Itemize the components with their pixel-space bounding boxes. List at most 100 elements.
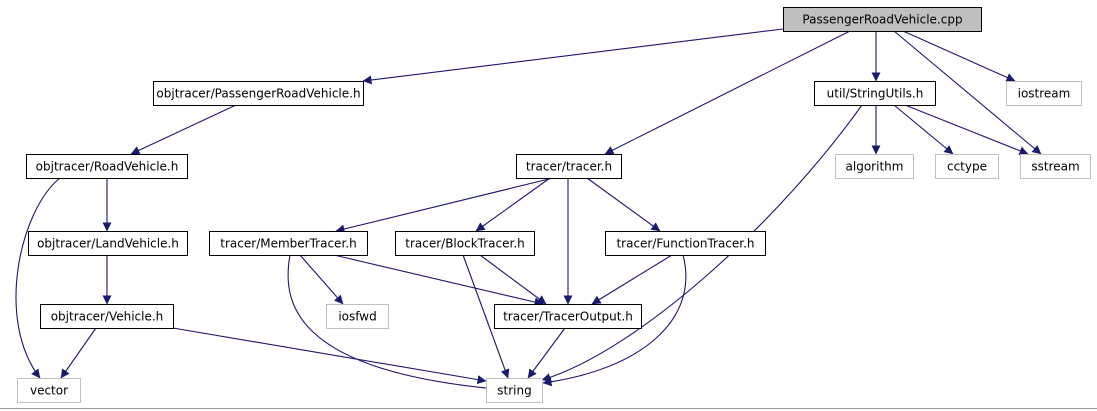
- node-passenger-cpp[interactable]: PassengerRoadVehicle.cpp: [783, 7, 982, 32]
- edge-arrow: [893, 104, 954, 155]
- edge-arrow: [893, 30, 1042, 155]
- node-functiontracer-h[interactable]: tracer/FunctionTracer.h: [605, 231, 766, 256]
- node-box: [209, 231, 368, 256]
- edge-traceroutput_h-to-string: [527, 327, 566, 379]
- edge-arrow: [902, 30, 1016, 82]
- edge-arrow: [904, 104, 1029, 156]
- node-tracer-h[interactable]: tracer/tracer.h: [516, 154, 622, 179]
- node-label: iosfwd: [338, 310, 376, 324]
- edge-arrow: [604, 30, 851, 155]
- edge-tracer_h-to-membertracer_h: [335, 177, 554, 234]
- node-blocktracer-h[interactable]: tracer/BlockTracer.h: [395, 231, 535, 256]
- node-passenger-h[interactable]: objtracer/PassengerRoadVehicle.h: [153, 81, 364, 106]
- node-box: [486, 378, 543, 403]
- node-box: [40, 304, 174, 329]
- node-label: objtracer/LandVehicle.h: [37, 237, 179, 251]
- node-label: sstream: [1031, 160, 1079, 174]
- edge-arrow: [335, 177, 554, 234]
- node-membertracer-h[interactable]: tracer/MemberTracer.h: [209, 231, 368, 256]
- node-label: tracer/tracer.h: [526, 160, 612, 174]
- node-box: [516, 154, 622, 179]
- edge-blocktracer_h-to-string: [462, 254, 510, 379]
- node-label: algorithm: [846, 160, 904, 174]
- bottom-divider: [0, 408, 1097, 409]
- node-algorithm: algorithm: [835, 154, 914, 179]
- edge-membertracer_h-to-string: [287, 254, 497, 393]
- node-label: string: [497, 384, 531, 398]
- edge-arrow: [586, 177, 661, 232]
- node-sstream: sstream: [1020, 154, 1091, 179]
- node-label: util/StringUtils.h: [827, 87, 924, 101]
- edge-arrow: [287, 254, 497, 393]
- node-landvehicle-h[interactable]: objtracer/LandVehicle.h: [28, 231, 188, 256]
- edge-arrow: [60, 327, 97, 379]
- node-label: iostream: [1018, 87, 1071, 101]
- edge-passenger_cpp-to-tracer_h: [604, 30, 851, 155]
- node-traceroutput-h[interactable]: tracer/TracerOutput.h: [494, 304, 642, 329]
- node-iostream: iostream: [1006, 81, 1082, 106]
- node-box: [605, 231, 766, 256]
- edge-passenger_cpp-to-iostream: [902, 30, 1016, 82]
- edge-passenger_h-to-roadvehicle_h: [130, 104, 237, 155]
- node-label: objtracer/Vehicle.h: [51, 310, 164, 324]
- edge-passenger_cpp-to-passenger_h: [362, 28, 784, 85]
- node-box: [835, 154, 914, 179]
- edge-functiontracer_h-to-string: [542, 254, 687, 387]
- node-box: [1006, 81, 1082, 106]
- edge-arrow: [479, 254, 547, 305]
- edge-arrow: [172, 327, 487, 385]
- edge-stringutils_h-to-cctype: [893, 104, 954, 155]
- node-layer: PassengerRoadVehicle.cpp objtracer/Passen…: [17, 7, 1091, 403]
- edge-arrow: [542, 254, 687, 387]
- edge-arrow: [130, 104, 237, 155]
- edge-arrow: [475, 177, 551, 232]
- node-label: tracer/MemberTracer.h: [220, 237, 356, 251]
- edge-arrow: [362, 28, 784, 85]
- node-iosfwd: iosfwd: [326, 304, 389, 329]
- edge-membertracer_h-to-traceroutput_h: [333, 254, 544, 307]
- node-label: tracer/BlockTracer.h: [405, 237, 525, 251]
- edge-layer: [15, 28, 1042, 393]
- edge-passenger_cpp-to-sstream: [893, 30, 1042, 155]
- edge-arrow: [15, 177, 61, 379]
- node-vehicle-h[interactable]: objtracer/Vehicle.h: [40, 304, 174, 329]
- node-box: [26, 154, 188, 179]
- node-label: objtracer/PassengerRoadVehicle.h: [156, 87, 360, 101]
- node-label: cctype: [947, 160, 987, 174]
- edge-arrow: [462, 254, 510, 379]
- edge-stringutils_h-to-string: [541, 104, 863, 382]
- edge-membertracer_h-to-iosfwd: [299, 254, 344, 305]
- node-box: [814, 81, 936, 106]
- node-label: tracer/FunctionTracer.h: [616, 237, 754, 251]
- node-box: [326, 304, 389, 329]
- node-box: [17, 378, 81, 403]
- node-roadvehicle-h[interactable]: objtracer/RoadVehicle.h: [26, 154, 188, 179]
- node-box: [1020, 154, 1091, 179]
- edge-arrow: [527, 327, 566, 379]
- edge-arrow: [541, 104, 863, 382]
- node-box: [28, 231, 188, 256]
- node-box: [395, 231, 535, 256]
- edge-tracer_h-to-functiontracer_h: [586, 177, 661, 232]
- edge-stringutils_h-to-sstream: [904, 104, 1029, 156]
- edge-blocktracer_h-to-traceroutput_h: [479, 254, 547, 305]
- edge-functiontracer_h-to-traceroutput_h: [591, 254, 673, 305]
- edge-roadvehicle_h-to-vector: [15, 177, 61, 379]
- edge-arrow: [333, 254, 544, 307]
- edge-vehicle_h-to-vector: [60, 327, 97, 379]
- node-box: [935, 154, 999, 179]
- edge-tracer_h-to-blocktracer_h: [475, 177, 551, 232]
- node-cctype: cctype: [935, 154, 999, 179]
- node-label: objtracer/RoadVehicle.h: [36, 160, 179, 174]
- node-label: PassengerRoadVehicle.cpp: [802, 13, 962, 27]
- edge-arrow: [591, 254, 673, 305]
- node-stringutils-h[interactable]: util/StringUtils.h: [814, 81, 936, 106]
- edge-arrow: [299, 254, 344, 305]
- edge-vehicle_h-to-string: [172, 327, 487, 385]
- node-box: [153, 81, 364, 106]
- node-label: tracer/TracerOutput.h: [503, 310, 633, 324]
- node-box: [494, 304, 642, 329]
- node-box: [783, 7, 982, 32]
- node-label: vector: [30, 384, 68, 398]
- node-string: string: [486, 378, 543, 403]
